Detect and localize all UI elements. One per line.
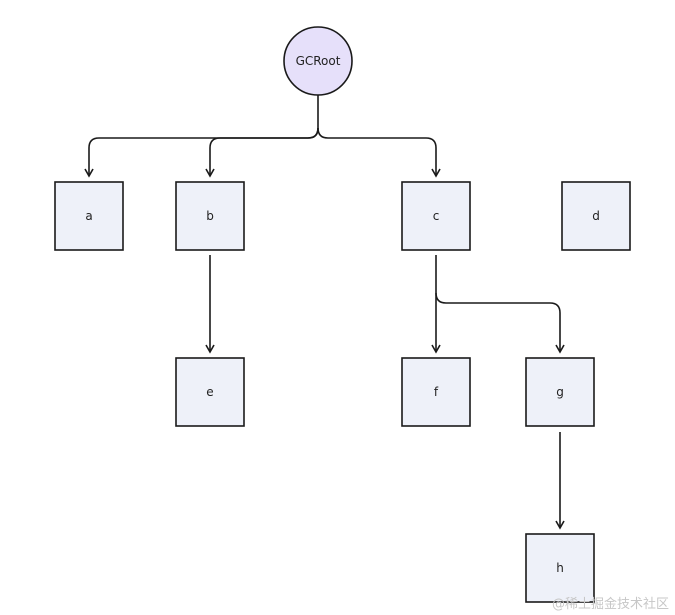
node-h: h <box>525 533 595 603</box>
node-e-box <box>175 357 245 427</box>
node-d: d <box>561 181 631 251</box>
node-d-label: d <box>592 209 600 223</box>
node-e-label: e <box>206 385 213 399</box>
edge-gcroot-a <box>84 95 319 178</box>
node-b-box <box>175 181 245 251</box>
node-e: e <box>175 357 245 427</box>
node-a-label: a <box>85 209 92 223</box>
node-h-label: h <box>556 561 564 575</box>
node-a-box <box>54 181 124 251</box>
gcroot-label: GCRoot <box>296 54 341 68</box>
node-g-label: g <box>556 385 564 399</box>
node-gcroot: GCRoot <box>283 26 353 96</box>
edges <box>84 95 565 530</box>
node-c-box <box>401 181 471 251</box>
gcroot-circle <box>283 26 353 96</box>
node-g-box <box>525 357 595 427</box>
node-d-box <box>561 181 631 251</box>
node-f-box <box>401 357 471 427</box>
node-h-box <box>525 533 595 603</box>
node-c-label: c <box>433 209 440 223</box>
node-g: g <box>525 357 595 427</box>
watermark: @稀土掘金技术社区 <box>551 597 669 612</box>
node-f-label: f <box>434 385 439 399</box>
node-b-label: b <box>206 209 214 223</box>
node-c: c <box>401 181 471 251</box>
node-b: b <box>175 181 245 251</box>
edge-gcroot-b <box>205 127 319 178</box>
node-a: a <box>54 181 124 251</box>
edge-gcroot-c <box>317 127 441 178</box>
node-f: f <box>401 357 471 427</box>
edge-c-g <box>435 292 565 354</box>
